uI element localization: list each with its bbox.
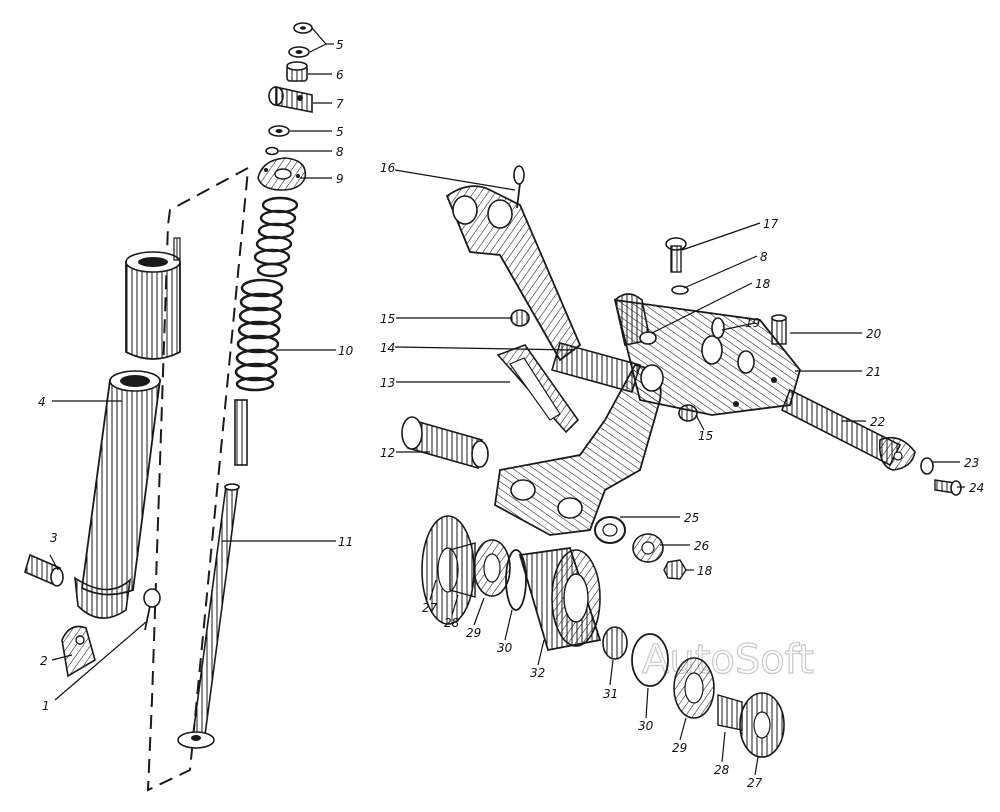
part-11-rod [177,399,248,749]
callout-1: 1 [42,699,50,713]
callout-31: 31 [603,687,618,701]
callout-9: 9 [336,172,344,186]
callout-labels: 5 6 7 5 8 9 10 11 4 3 2 1 16 17 8 18 19 … [38,38,984,790]
part-27-disc-right [739,692,785,758]
callout-23: 23 [964,456,979,470]
callout-32: 32 [530,666,545,680]
callout-17: 17 [763,217,779,231]
callout-3: 3 [50,531,58,545]
callout-4: 4 [38,395,46,409]
part-22-axle [780,388,916,471]
part-12-sleeve [401,416,489,470]
callout-21: 21 [866,365,881,379]
callout-27: 27 [747,776,763,790]
part-1-cotter-pin [143,588,161,631]
callout-28: 28 [444,616,460,630]
callout-29: 29 [672,741,687,755]
part-23-washer [920,457,934,475]
part-18-nut [663,559,687,580]
callout-5: 5 [336,38,344,52]
part-15-bushing-left [510,309,530,327]
part-31-bushing [602,626,628,660]
callout-24: 24 [969,481,984,495]
part-13-plate [496,344,580,434]
callout-7: 7 [336,97,344,111]
leader-lines [49,27,965,776]
part-18-bolt [639,331,657,345]
part-19-bushing [711,317,725,339]
part-32-drum [518,547,602,652]
part-17-bolt [665,237,687,273]
callout-25: 25 [684,511,699,525]
callout-19: 19 [745,316,760,330]
assembly-dash-line [146,167,249,792]
part-20-pin [771,314,787,345]
part-25-lock-washer [594,516,626,544]
callout-12: 12 [380,446,395,460]
callout-18: 18 [697,564,713,578]
callout-27: 27 [422,601,438,615]
callout-5: 5 [336,125,344,139]
upper-lever-arm [445,185,582,362]
callout-26: 26 [694,539,710,553]
part-30-ring-right [631,633,669,687]
part-5-washer-lower [268,125,290,137]
callout-8: 8 [760,250,768,264]
part-4-upper-tube [125,237,181,360]
part-26-nut-plate [632,533,664,563]
callout-2: 2 [40,654,48,668]
callout-11: 11 [338,535,353,549]
part-28-hub-left [449,542,476,598]
part-7-pin-body [268,86,313,113]
part-16-cotter-pin [513,165,525,209]
part-6-bushing [286,61,308,82]
callout-16: 16 [380,161,396,175]
part-29-bearing-left [473,539,511,597]
lower-lever-fork [494,364,664,536]
part-8-ring [265,146,279,156]
callout-10: 10 [338,344,354,358]
callout-22: 22 [870,415,885,429]
part-29-bearing-right [673,657,715,719]
part-3-sleeve [24,553,64,587]
part-10-spring-upper [253,196,299,278]
part-10-spring-lower [234,278,284,392]
callout-8: 8 [336,145,344,159]
part-30-ring-left [505,549,527,611]
part-15-bushing-right [678,404,698,422]
part-5-washers-top [288,22,313,58]
part-2-bracket [61,625,96,678]
callout-6: 6 [336,68,344,82]
callout-30: 30 [638,719,654,733]
callout-15: 15 [380,312,395,326]
callout-15: 15 [698,429,713,443]
callout-18: 18 [755,277,771,291]
part-28-hub-right [717,694,743,731]
part-24-bolt [934,479,962,496]
watermark-text: AutoSoft [642,637,814,683]
callout-30: 30 [497,641,513,655]
callout-20: 20 [866,327,882,341]
part-9-flange-plate [257,157,307,191]
callout-29: 29 [466,626,481,640]
callout-13: 13 [380,376,395,390]
callout-28: 28 [714,763,730,777]
callout-14: 14 [380,341,395,355]
part-4-main-cylinder [74,370,162,619]
